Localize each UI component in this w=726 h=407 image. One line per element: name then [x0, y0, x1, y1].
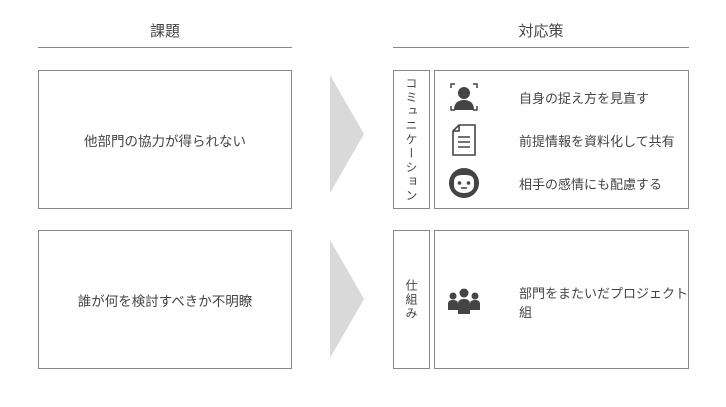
solution-text: 前提情報を資料化して共有	[519, 134, 675, 150]
face-icon	[447, 166, 481, 200]
list-item: 自身の捉え方を見直す	[447, 80, 649, 114]
category-text: コミュニケーション	[404, 76, 418, 203]
problems-header: 課題	[149, 22, 180, 40]
group-icon	[447, 285, 481, 319]
solution-box-1: 自身の捉え方を見直す 前提情報を資料化して共有 相手の感情にも配慮する	[434, 70, 689, 209]
problem-text: 誰が何を検討すべきか不明瞭	[77, 293, 253, 310]
category-text: 仕組み	[404, 278, 418, 321]
divider	[38, 47, 292, 48]
list-item: 前提情報を資料化して共有	[447, 123, 675, 157]
solution-box-2: 部門をまたいだプロジェクト組	[434, 230, 689, 369]
divider	[393, 47, 689, 48]
solutions-header: 対応策	[518, 22, 564, 40]
list-item: 部門をまたいだプロジェクト組	[447, 283, 688, 321]
document-icon	[447, 123, 481, 157]
problem-text: 他部門の協力が得られない	[84, 133, 246, 150]
person-focus-icon	[447, 80, 481, 114]
solution-text: 自身の捉え方を見直す	[519, 91, 650, 107]
category-label-structure: 仕組み	[393, 230, 430, 369]
problem-box-2: 誰が何を検討すべきか不明瞭	[38, 230, 292, 369]
arrow-icon	[330, 75, 364, 193]
solution-text: 部門をまたいだプロジェクト組	[519, 287, 689, 321]
solution-text: 相手の感情にも配慮する	[519, 177, 663, 193]
problem-box-1: 他部門の協力が得られない	[38, 70, 292, 209]
category-label-communication: コミュニケーション	[393, 70, 430, 209]
list-item: 相手の感情にも配慮する	[447, 166, 662, 200]
arrow-icon	[330, 240, 364, 358]
